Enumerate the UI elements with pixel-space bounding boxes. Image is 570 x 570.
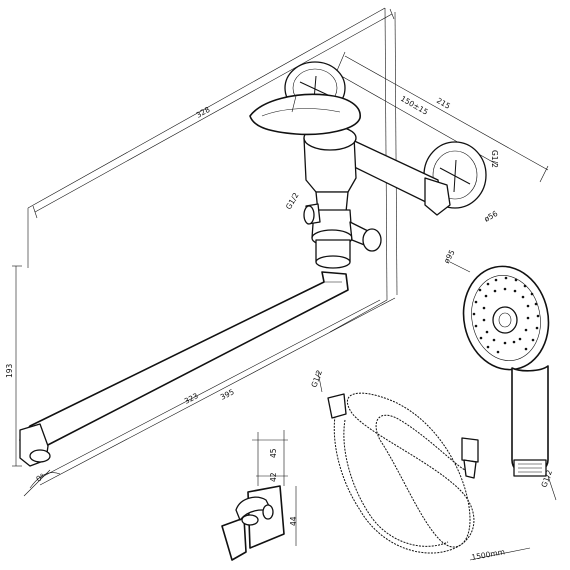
dim-swivel-angle: 0° (35, 472, 47, 484)
dim-holder-top: 45 (269, 448, 278, 458)
dim-center-max: 215 (435, 96, 452, 111)
dim-overall-length: 328 (195, 105, 212, 120)
spray-holes (472, 276, 540, 354)
hand-shower: ø95 G1/2 (442, 248, 557, 501)
dim-holder-middle: 42 (269, 472, 278, 482)
wall-outline (27, 7, 398, 333)
dim-thread-right: G1/2 (490, 150, 499, 168)
dim-holder-side: 44 (289, 516, 298, 526)
dim-spout-inner: 323 (183, 391, 200, 406)
wall-holder: 45 42 44 (221, 430, 298, 561)
dim-center-range: 150±15 (399, 94, 430, 117)
dim-hose-thread: G1/2 (309, 369, 324, 389)
swivel-spout (19, 271, 349, 467)
dim-hose-length: 1500mm (471, 547, 506, 562)
dim-spout-height: 193 (5, 363, 14, 378)
shower-hose: G1/2 1500mm (309, 369, 531, 562)
spout-dimensions: 193 323 395 0° (5, 265, 396, 497)
dim-flange-diameter: ø56 (483, 209, 500, 224)
dim-handshower-diameter: ø95 (442, 248, 457, 265)
dim-thread-left: G1/2 (284, 191, 301, 211)
mixer-body: G1/2 (249, 93, 451, 269)
